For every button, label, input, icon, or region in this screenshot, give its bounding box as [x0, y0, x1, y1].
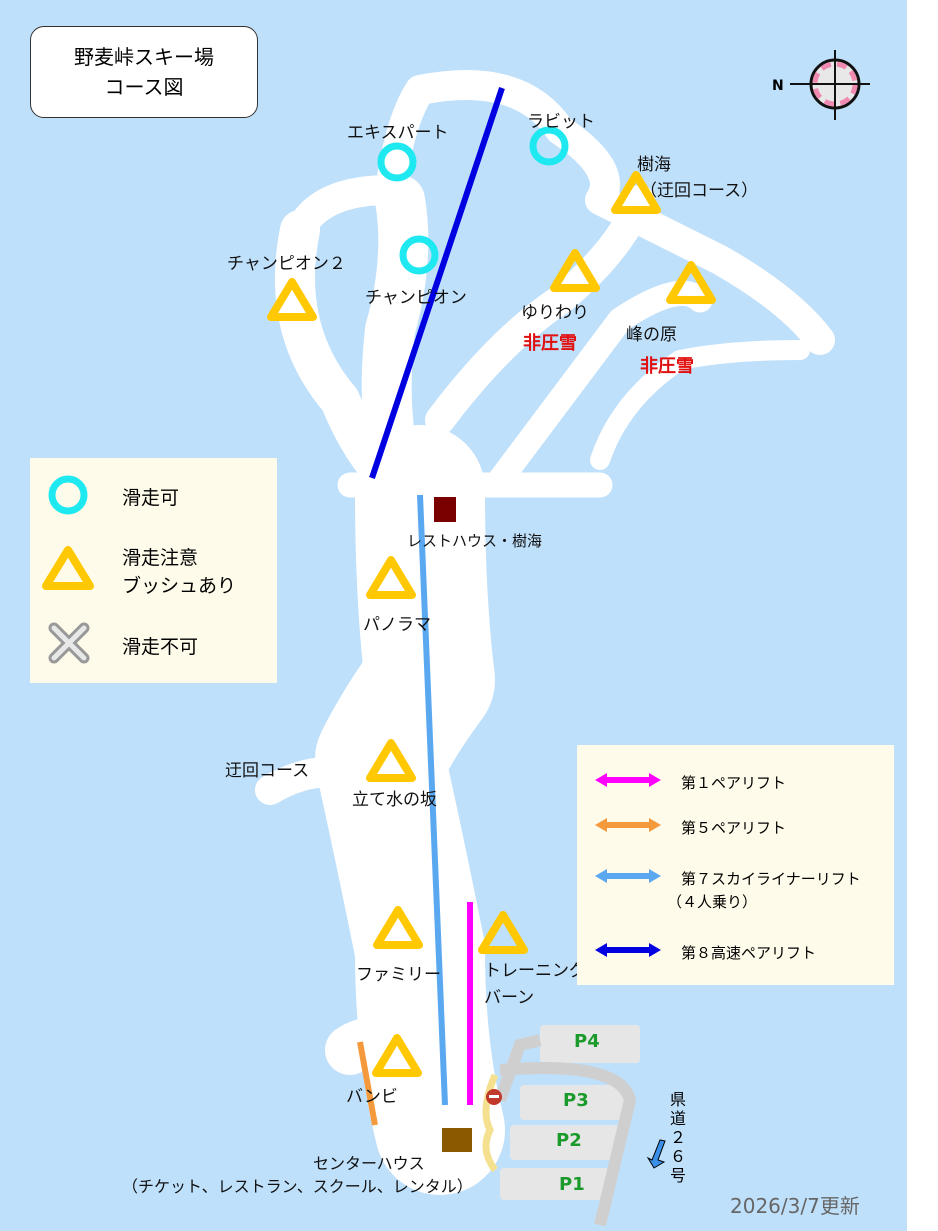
road-char: ６	[669, 1147, 686, 1166]
course-panorama-label: パノラマ	[363, 615, 431, 635]
svg-text:N: N	[772, 78, 784, 94]
lift-legend-arrow-icon	[595, 869, 661, 883]
course-jukai-marker	[611, 171, 661, 214]
course-champion2-label: チャンピオン２	[227, 254, 346, 274]
road-char: 号	[669, 1166, 686, 1185]
course-training-label: トレーニング	[484, 961, 586, 981]
lift-8-line	[369, 87, 505, 479]
course-tatemizu-marker	[366, 739, 416, 782]
lift-legend-arrow-icon	[595, 818, 661, 832]
course-champion-marker	[399, 235, 439, 275]
minenohara-ungroomed: 非圧雪	[640, 356, 694, 377]
road-char: 道	[669, 1109, 686, 1128]
lift-5-label: 第５ペアリフト	[681, 819, 787, 837]
lift-7-line	[417, 494, 448, 1106]
course-minenohara-label: 峰の原	[626, 325, 677, 345]
resthouse-icon	[434, 497, 456, 522]
course-rabbit-label: ラビット	[527, 112, 595, 132]
road-label: 県 道 ２ ６ 号	[668, 1090, 688, 1185]
road-char: ２	[669, 1128, 686, 1147]
course-minenohara-marker	[666, 261, 716, 304]
parking-p1: P1	[559, 1174, 585, 1195]
lift-1-label: 第１ペアリフト	[681, 774, 787, 792]
course-champion-label: チャンピオン	[365, 288, 467, 308]
course-expert-marker	[377, 142, 417, 182]
centerhouse-icon	[442, 1128, 472, 1152]
lift-legend-arrow-icon	[595, 943, 661, 957]
compass-icon: N	[772, 50, 870, 120]
lift-7-sub: （４人乗り）	[667, 893, 758, 911]
course-expert-label: エキスパート	[347, 123, 449, 143]
course-family-label: ファミリー	[356, 965, 441, 985]
course-bambi-marker	[372, 1034, 422, 1077]
parking-p4: P4	[574, 1031, 600, 1052]
yuriwari-ungroomed: 非圧雪	[523, 333, 577, 354]
course-training-label2: バーン	[484, 988, 535, 1008]
map-title: 野麦峠スキー場 コース図	[30, 26, 258, 118]
parking-p2: P2	[556, 1130, 582, 1151]
course-panorama-marker	[366, 556, 416, 599]
road-direction-arrow-icon	[646, 1139, 666, 1169]
course-family-marker	[373, 906, 423, 949]
course-detour-label: 迂回コース	[225, 761, 310, 781]
course-tatemizu-label: 立て水の坂	[352, 790, 437, 810]
legend-closed: 滑走不可	[122, 636, 199, 658]
course-champion2-marker	[267, 278, 317, 321]
caution-icon	[42, 546, 94, 590]
open-icon	[48, 475, 88, 515]
course-jukai-sub: （迂回コース）	[640, 181, 759, 201]
centerhouse-label: センターハウス	[313, 1154, 425, 1173]
updated-date: 2026/3/7更新	[730, 1194, 860, 1218]
course-jukai-label: 樹海	[637, 155, 671, 175]
course-yuriwari-marker	[550, 249, 600, 292]
title-line1: 野麦峠スキー場	[74, 45, 214, 69]
lift-legend: 第１ペアリフト 第５ペアリフト 第７スカイライナーリフト （４人乗り） 第８高速…	[577, 745, 894, 985]
lift-7-label: 第７スカイライナーリフト	[681, 870, 861, 888]
status-legend: 滑走可 滑走注意 ブッシュあり 滑走不可	[30, 458, 277, 683]
legend-bush: ブッシュあり	[122, 575, 237, 597]
course-bambi-label: バンビ	[346, 1087, 398, 1107]
lift-8-label: 第８高速ペアリフト	[681, 944, 817, 962]
lift-legend-arrow-icon	[595, 773, 661, 787]
road-char: 県	[669, 1090, 686, 1109]
legend-open: 滑走可	[122, 487, 180, 509]
centerhouse-sub: （チケット、レストラン、スクール、レンタル）	[122, 1177, 473, 1196]
legend-caution: 滑走注意	[122, 547, 199, 569]
resthouse-label: レストハウス・樹海	[407, 532, 543, 550]
parking-p3: P3	[563, 1090, 589, 1111]
course-training-marker	[478, 911, 528, 954]
course-rabbit-marker	[529, 126, 569, 166]
lift-5-line	[357, 1041, 378, 1126]
course-yuriwari-label: ゆりわり	[521, 303, 589, 323]
title-line2: コース図	[104, 75, 184, 99]
ski-map: N 野麦峠スキー場 コース図 エキスパート ラビット 樹海 （迂回コース） チャ…	[0, 0, 907, 1231]
terrain: N	[255, 50, 870, 1227]
